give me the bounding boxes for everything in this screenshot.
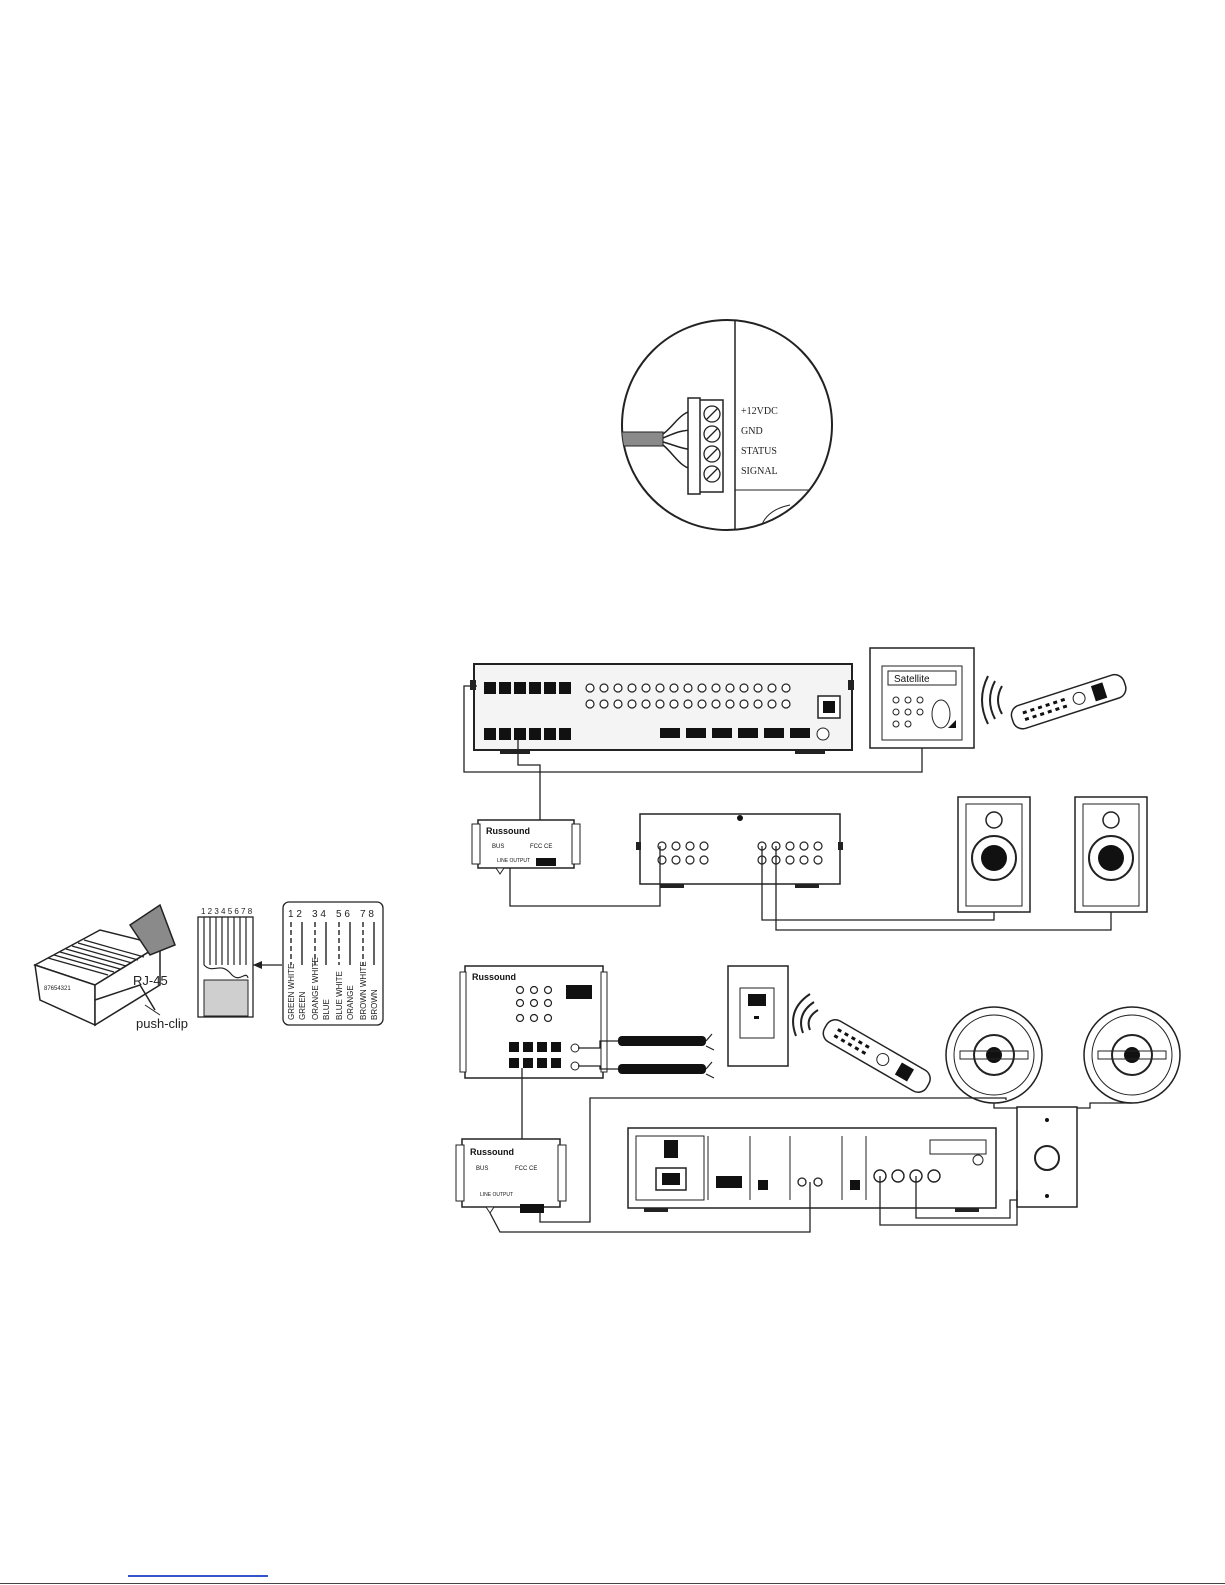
terminal-block-detail: +12VDC GND STATUS SIGNAL: [615, 320, 840, 530]
keypad-satellite: Satellite: [870, 648, 974, 748]
ir-signal-icon-2: [793, 994, 818, 1036]
speaker-right: [1075, 797, 1147, 912]
wire-color-8: BROWN: [370, 989, 379, 1020]
pair-number-3: 5 6: [336, 909, 350, 920]
module-1-bus-label: BUS: [492, 844, 504, 850]
wire-color-6: ORANGE: [346, 985, 355, 1020]
rj45-plug-pin-numbers: 87654321: [44, 986, 71, 992]
keypad-display-text: Satellite: [894, 674, 930, 685]
remote-control-icon: [1009, 672, 1129, 731]
module-1-line-output: LINE OUTPUT: [497, 858, 530, 864]
push-clip-label: push-clip: [136, 1016, 188, 1031]
rj45-wire-view: 1 2 3 4 5 6 7 8: [198, 907, 282, 1017]
wire-color-2: GREEN: [298, 991, 307, 1020]
module-2-fcc-label: FCC CE: [515, 1166, 537, 1172]
speaker-left: [958, 797, 1030, 912]
ceiling-speaker-right: [1084, 1007, 1180, 1103]
remote-control-icon-2: [820, 1016, 934, 1096]
footer-link-underline[interactable]: [128, 1575, 268, 1577]
rj45-label: RJ-45: [133, 973, 168, 988]
pair-number-1: 1 2: [288, 909, 302, 920]
volume-control-plate: [1017, 1107, 1077, 1207]
source-device-brand: Russound: [472, 972, 516, 982]
module-1-fcc-label: FCC CE: [530, 844, 552, 850]
module-1-brand: Russound: [486, 826, 530, 836]
rj45-detail: 87654321 RJ-45 push-clip 1 2 3 4 5 6 7 8…: [0, 902, 383, 1031]
wire-color-1: GREEN WHITE: [287, 964, 296, 1020]
module-2-bus-label: BUS: [476, 1166, 488, 1172]
receiver-rear-panel: [628, 1128, 996, 1212]
ceiling-speaker-left: [946, 1007, 1042, 1103]
pair-number-2: 3 4: [312, 909, 326, 920]
amplifier-rear-panel: [636, 814, 843, 888]
line-output-module-1: Russound BUS FCC CE LINE OUTPUT: [472, 820, 580, 874]
ir-signal-icon: [982, 676, 1002, 724]
wall-plate-keypad: [728, 966, 788, 1066]
pair-number-4: 7 8: [360, 909, 374, 920]
module-2-line-output: LINE OUTPUT: [480, 1192, 513, 1198]
wire-color-4: BLUE: [322, 999, 331, 1020]
terminal-label-gnd: GND: [741, 426, 763, 437]
footer-rule: [0, 1583, 1225, 1584]
rj45-top-pin-numbers: 1 2 3 4 5 6 7 8: [201, 907, 253, 916]
controller-rear-panel: [470, 664, 854, 754]
system-2-cables: [618, 1034, 714, 1078]
source-device-rear: Russound: [460, 966, 607, 1078]
module-2-brand: Russound: [470, 1147, 514, 1157]
wire-color-5: BLUE WHITE: [335, 971, 344, 1020]
terminal-label-status: STATUS: [741, 446, 777, 457]
terminal-label-signal: SIGNAL: [741, 466, 778, 477]
wire-color-7: BROWN WHITE: [359, 961, 368, 1020]
system-diagram-1: Satellite: [464, 648, 1147, 930]
terminal-label-12vdc: +12VDC: [741, 406, 778, 417]
rj45-pinout-legend: 1 2 3 4 5 6 7 8 GREEN WHITE GREEN ORANGE…: [283, 902, 383, 1025]
system-diagram-2: Russound: [456, 966, 1180, 1232]
line-output-module-2: Russound BUS FCC CE LINE OUTPUT: [456, 1139, 566, 1213]
wire-color-3: ORANGE WHITE: [311, 957, 320, 1020]
